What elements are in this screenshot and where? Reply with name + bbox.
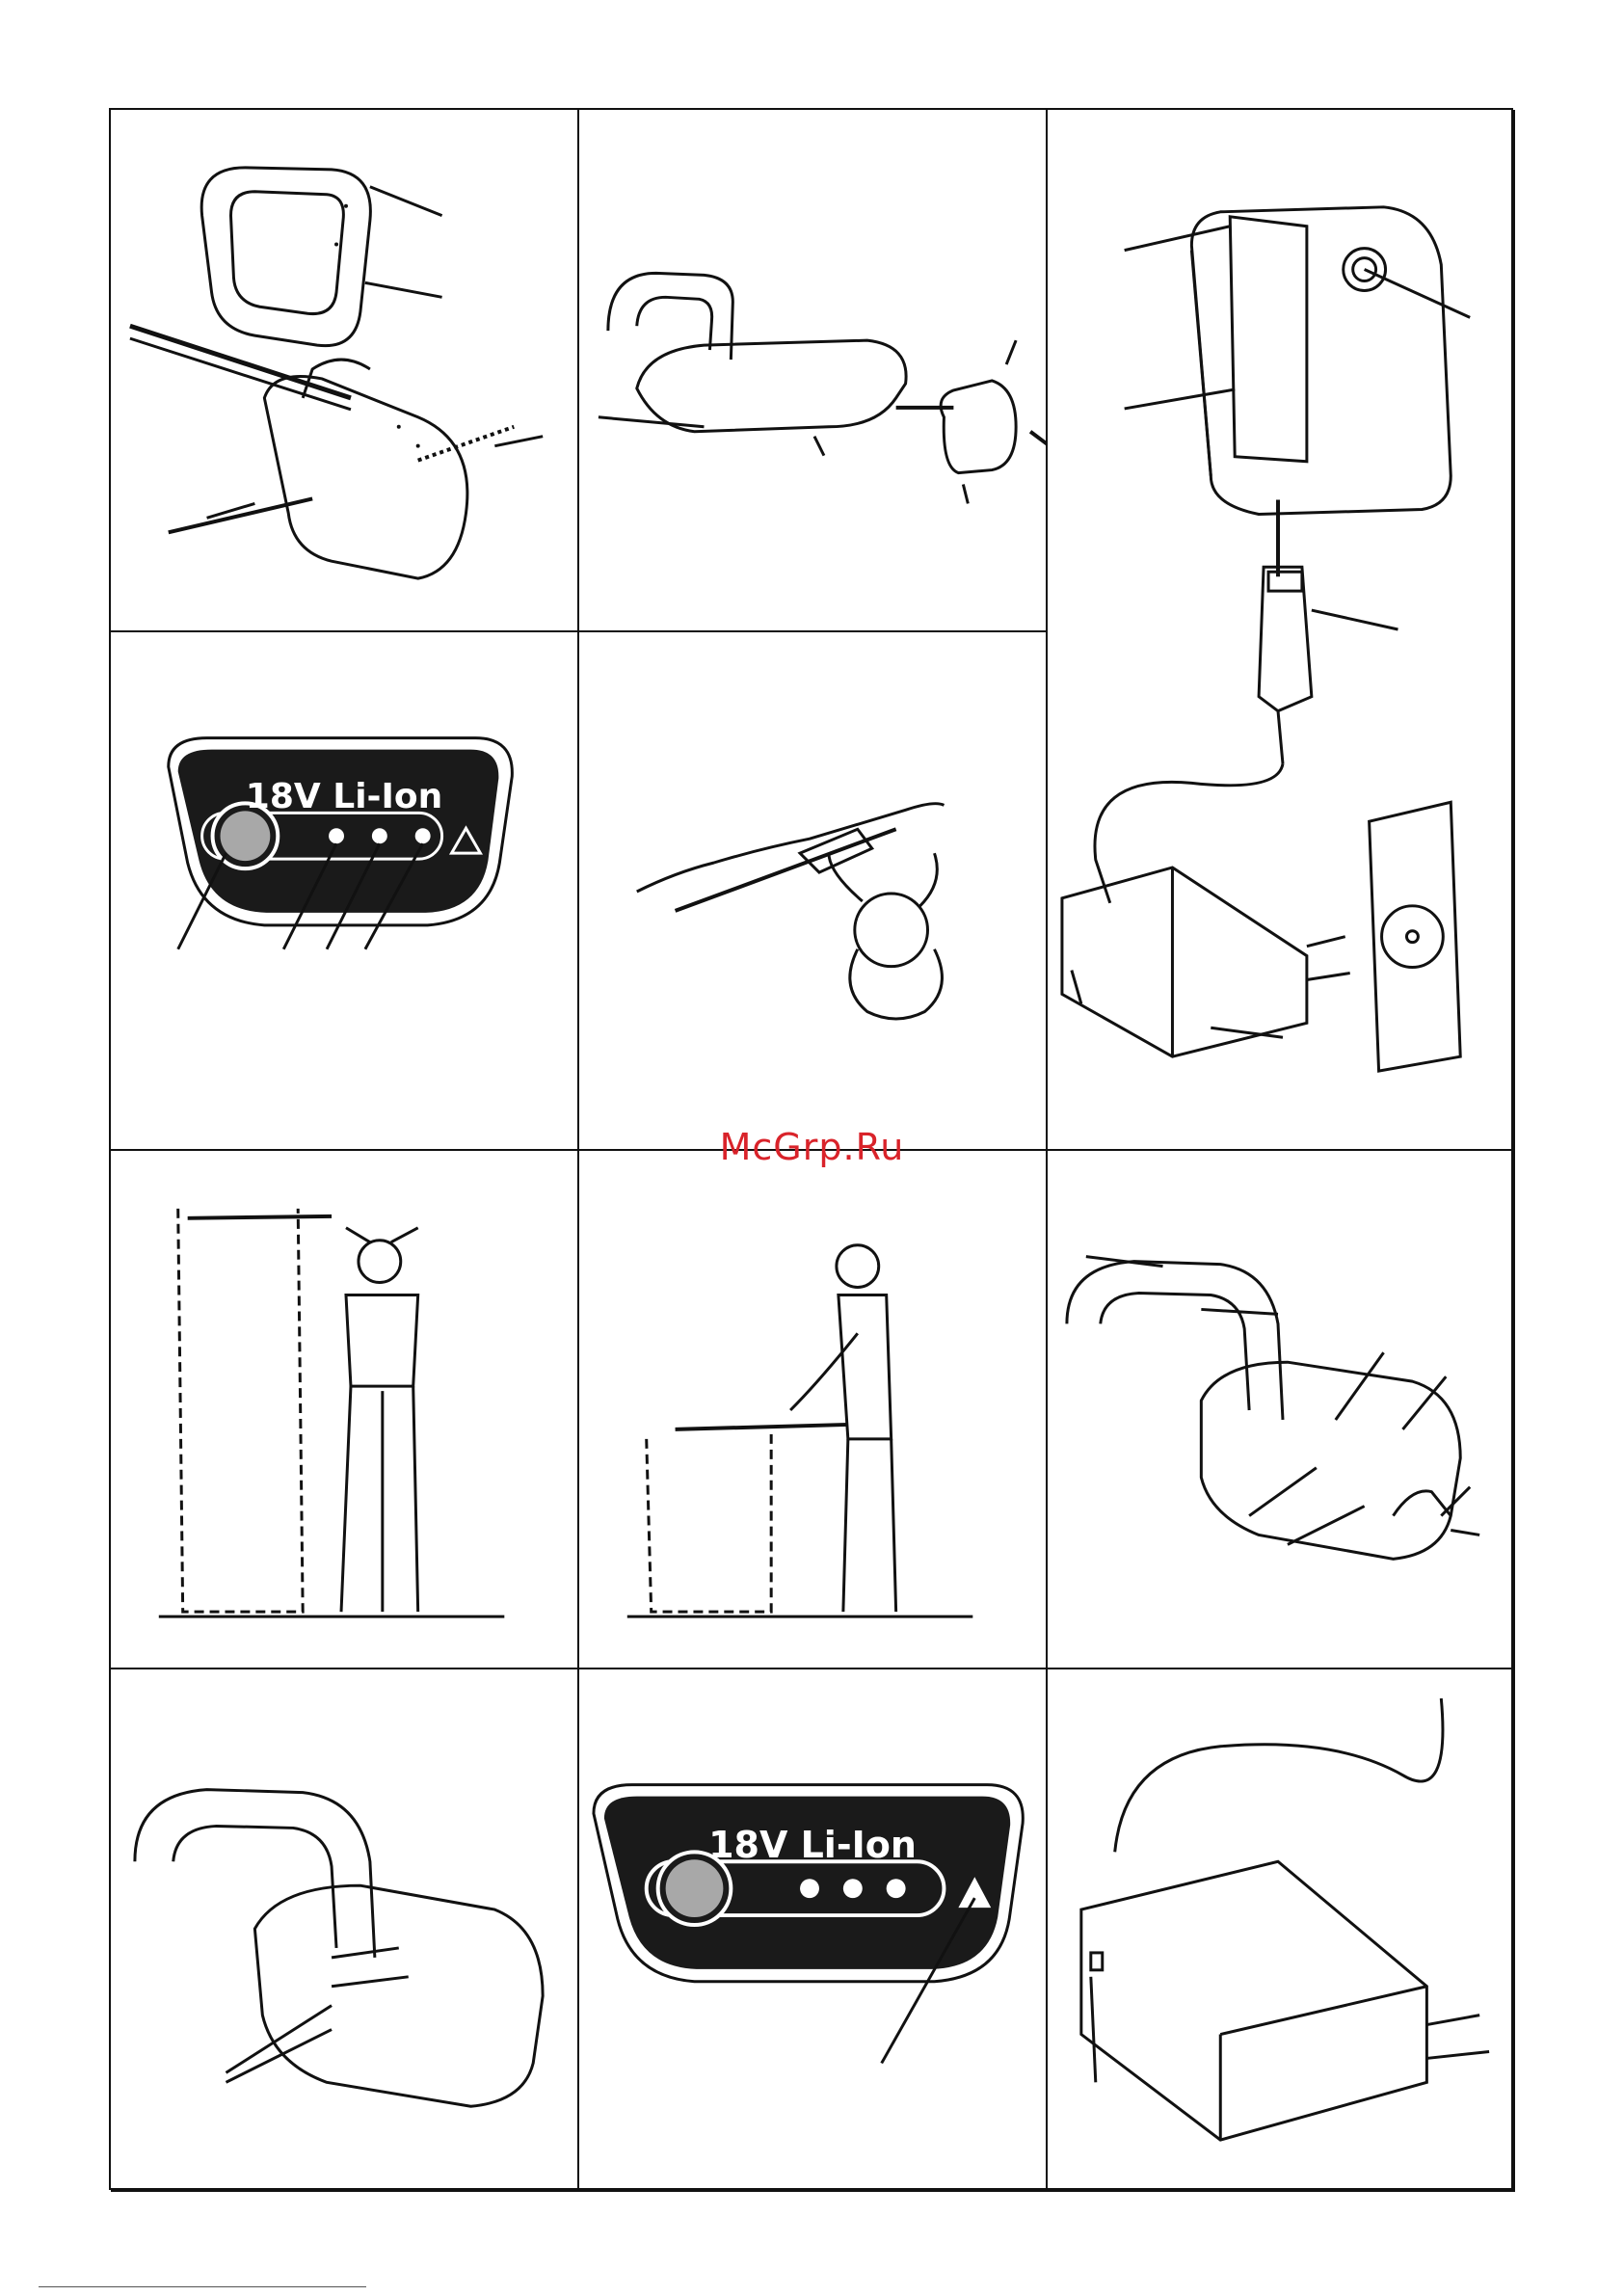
panel-2-title: 18V Li-Ion (579, 1824, 1046, 1866)
fig-battery-insertion (579, 110, 1048, 632)
handle-assembly-drawing (111, 110, 577, 630)
fig-cutting-overhead (111, 1151, 579, 1669)
fig-handle-grip-detail (1048, 1151, 1515, 1669)
fig-safety-switch-detail (111, 1669, 579, 2192)
panel-1-title: 18V Li-Ion (111, 777, 577, 816)
fig-charger (1048, 1669, 1515, 2192)
cutting-waist-level-drawing (579, 1151, 1046, 1668)
fig-charger-connection (1048, 110, 1515, 1151)
control-panel-2-drawing (579, 1669, 1046, 2190)
fig-handle-assembly (111, 110, 579, 632)
fig-control-panel-2: 18V Li-Ion (579, 1669, 1048, 2192)
cutting-overhead-drawing (111, 1151, 577, 1668)
battery-insertion-drawing (579, 110, 1046, 630)
fig-control-panel-1: 18V Li-Ion (111, 632, 579, 1151)
charger-drawing (1048, 1669, 1513, 2190)
footer-line (39, 2286, 366, 2287)
control-panel-1-drawing (111, 632, 577, 1149)
watermark: McGrp.Ru (0, 1126, 1624, 1168)
charger-connection-drawing (1048, 110, 1513, 1149)
safety-switch-detail-drawing (111, 1669, 577, 2190)
fig-cutting-top-view (579, 632, 1048, 1151)
handle-grip-detail-drawing (1048, 1151, 1513, 1668)
fig-cutting-waist-level (579, 1151, 1048, 1669)
cutting-top-view-drawing (579, 632, 1046, 1149)
